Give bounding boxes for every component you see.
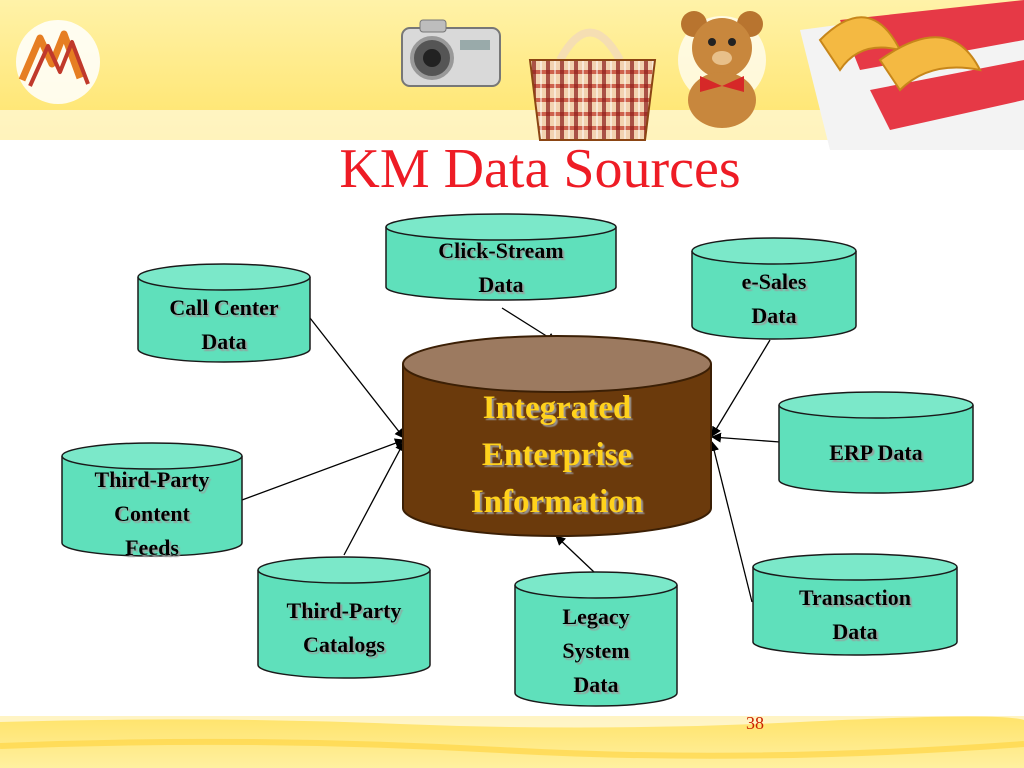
center-label-line: Enterprise [482,437,632,473]
source-cylinder-click-stream: Click-Stream Data [385,213,617,301]
camera-icon [401,19,501,87]
source-label-line: Catalogs [303,632,385,657]
source-label-line: e-Sales [742,269,807,294]
header-banner [0,0,1024,150]
connectors [241,307,781,603]
gift-box-icon [800,0,1024,150]
source-label-line: Data [201,329,246,354]
source-label-line: Feeds [125,535,179,560]
slide-title: KM Data Sources [339,138,741,200]
center-cylinder: Integrated Enterprise Information [402,335,712,537]
source-label-line: Content [114,501,190,526]
center-label-line: Information [471,484,643,520]
teddy-bear-icon [678,11,766,128]
source-label-line: Data [832,619,877,644]
connector-legacy-system [555,535,595,573]
bag-icon [528,28,657,141]
page-number: 38 [746,713,764,733]
source-cylinder-third-party-catalogs: Third-Party Catalogs [257,556,431,679]
source-label-line: Data [573,672,618,697]
source-cylinder-e-sales: e-Sales Data [691,237,857,340]
footer-band [0,716,1024,768]
source-label-line: System [562,638,629,663]
source-label-line: Call Center [169,295,279,320]
source-cylinder-call-center: Call Center Data [137,263,311,363]
connector-call-center [309,317,405,439]
source-label-line: Legacy [562,604,629,629]
source-label-line: Third-Party [95,467,210,492]
source-cylinder-third-party-content: Third-Party Content Feeds [61,442,243,560]
connector-transaction [709,441,753,603]
source-label-line: Click-Stream [438,238,563,263]
source-label-line: Data [478,272,523,297]
connector-third-party-catalogs [343,441,405,556]
source-cylinder-transaction: Transaction Data [752,553,958,656]
source-label-line: Transaction [799,585,911,610]
source-label-line: Third-Party [287,598,402,623]
source-label-line: ERP Data [829,440,923,465]
connector-e-sales [711,339,771,437]
center-label-line: Integrated [483,390,631,426]
source-cylinder-legacy-system: Legacy System Data [514,571,678,707]
company-logo [16,20,100,104]
connector-third-party-content [241,438,405,501]
source-cylinder-erp: ERP Data [778,391,974,494]
source-label-line: Data [751,303,796,328]
connector-erp [711,432,781,443]
center-label: Integrated Enterprise Information [471,390,643,520]
